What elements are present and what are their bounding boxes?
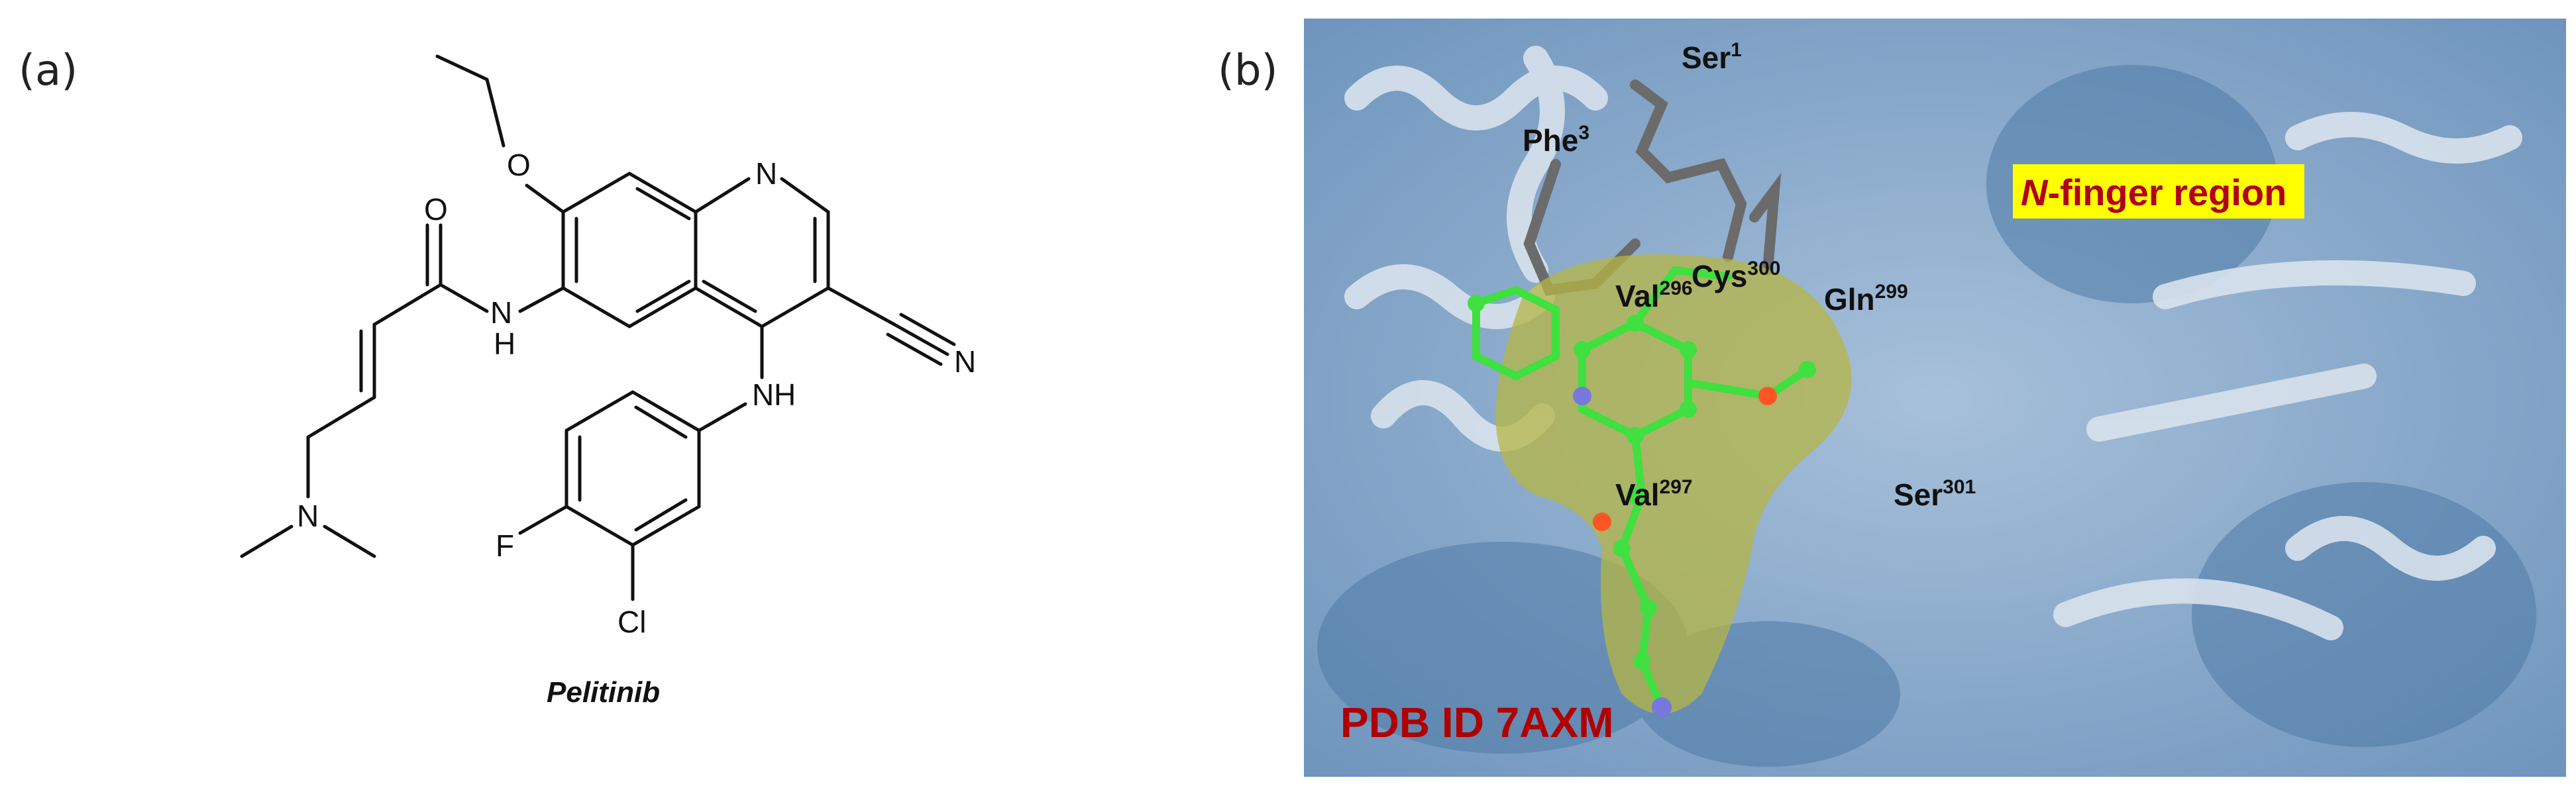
ligand-atom — [1799, 361, 1816, 378]
bond — [525, 183, 565, 214]
surface-patch — [2192, 482, 2536, 747]
region-highlight — [2013, 164, 2304, 219]
bond — [518, 505, 568, 535]
n-finger-chain — [1630, 79, 1747, 262]
bond — [697, 402, 747, 432]
surface-patch — [1317, 542, 1688, 754]
atom-o-carbonyl: O — [424, 192, 448, 226]
bond — [694, 177, 751, 214]
region-label: N-finger region — [2021, 172, 2286, 213]
panel-b-label: (b) — [1218, 46, 1278, 95]
ligand-oxygen — [1593, 513, 1611, 531]
bond — [886, 332, 943, 366]
bond — [564, 390, 635, 432]
molecule-name: Pelitinib — [547, 676, 660, 709]
ligand-nitrogen — [1652, 697, 1672, 717]
residue-phe3: Phe3 — [1523, 122, 1589, 158]
sheet-ribbon — [2086, 364, 2377, 442]
residue-ser1: Ser1 — [1682, 39, 1742, 75]
atom-h-amide: H — [494, 326, 515, 361]
bond — [435, 54, 489, 81]
ligand-atom — [1627, 487, 1644, 504]
residue-labels: Ser1 Phe3 Gln299 Cys300 Val296 Val297 Se… — [1523, 39, 1976, 512]
bond — [306, 395, 376, 439]
atom-n-quinoline: N — [755, 156, 777, 191]
ligand-atom — [1680, 341, 1697, 358]
bond — [634, 405, 688, 439]
atom-chlorine: Cl — [617, 605, 646, 639]
ligand-bond — [1631, 266, 1732, 327]
bond — [323, 524, 376, 558]
bond — [892, 323, 949, 356]
ligand-atom — [1627, 315, 1644, 332]
bond — [631, 505, 701, 547]
bond — [635, 187, 691, 221]
residue-cys300: Cys300 — [1691, 258, 1780, 293]
bond — [694, 286, 764, 328]
bond — [240, 524, 294, 558]
atom-n-amine: N — [752, 377, 774, 412]
ligand-atom — [1633, 652, 1650, 670]
docking-render: Ser1 Phe3 Gln299 Cys300 Val296 Val297 Se… — [1304, 19, 2566, 777]
bond — [634, 498, 688, 532]
bond — [826, 286, 896, 326]
helix-ribbon — [2285, 516, 2496, 581]
ligand-oxygen — [1758, 387, 1777, 405]
bond — [631, 390, 701, 432]
ligand-atom — [1680, 401, 1697, 418]
bond — [485, 77, 506, 148]
bond — [635, 279, 691, 313]
bond — [561, 286, 631, 328]
atom-h-amine: H — [774, 377, 796, 412]
bond — [899, 313, 956, 346]
bond — [780, 177, 830, 214]
atom-n-dimethyl: N — [297, 499, 319, 533]
bond — [702, 279, 757, 313]
panel-a-label: (a) — [19, 46, 78, 95]
bond — [627, 172, 698, 214]
pdb-id-label: PDB ID 7AXM — [1340, 699, 1614, 746]
residue-val297: Val297 — [1615, 476, 1693, 512]
atom-n-amide: N — [490, 295, 512, 330]
ligand-atom — [1613, 540, 1631, 557]
ligand-nitrogen — [1573, 387, 1591, 405]
ligand-atom — [1468, 295, 1485, 312]
atom-fluorine: F — [496, 528, 514, 563]
pelitinib-structure: O N N N H N H O N F Cl Pelitinib — [240, 54, 976, 709]
bond — [372, 283, 443, 326]
gln-sidechain — [1749, 172, 1782, 275]
residue-ser301: Ser301 — [1894, 476, 1976, 512]
bond — [561, 172, 631, 214]
sheet-ribbon — [2153, 260, 2476, 309]
ligand-atom — [1640, 599, 1657, 617]
bond — [564, 505, 635, 547]
residue-val296: Val296 — [1615, 277, 1693, 313]
sheet-ribbon — [2053, 578, 2343, 640]
residue-gln299: Gln299 — [1824, 281, 1908, 317]
bond — [439, 283, 489, 313]
bond — [627, 286, 698, 328]
ligand-atom — [1574, 341, 1591, 358]
helix-ribbon — [2285, 112, 2522, 164]
bond — [760, 286, 830, 328]
bond — [518, 286, 565, 313]
atom-n-nitrile: N — [954, 344, 976, 379]
atom-o-ether: O — [507, 148, 531, 182]
helix-ribbon — [1507, 46, 1565, 283]
helix-ribbon — [1344, 264, 1555, 329]
ligand-atom — [1627, 427, 1644, 444]
ligand-ring — [1472, 285, 1560, 381]
